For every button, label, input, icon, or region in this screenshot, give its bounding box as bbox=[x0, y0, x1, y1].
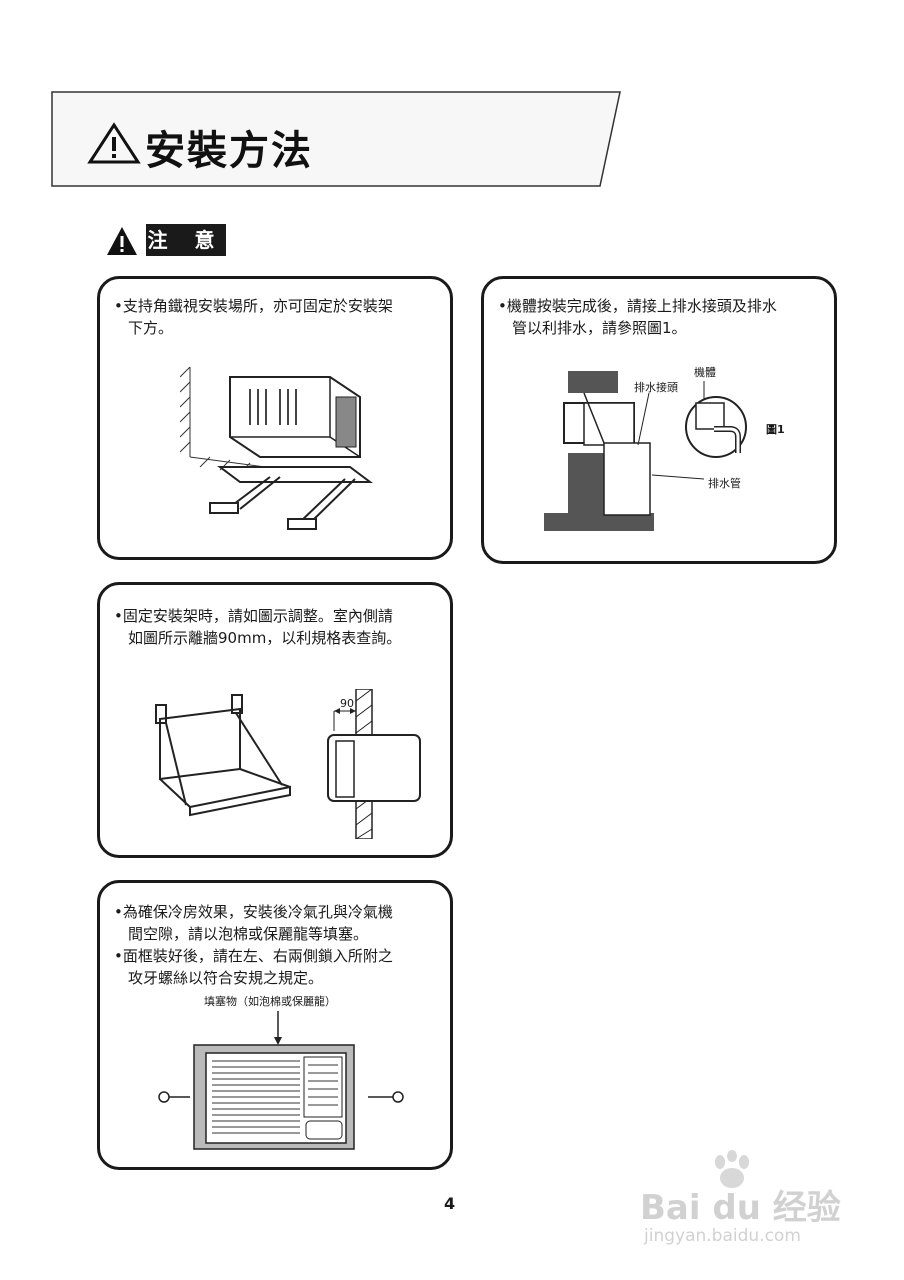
label-drain-joint: 排水接頭 bbox=[634, 381, 678, 394]
page-title: 安裝方法 bbox=[145, 128, 313, 174]
panel-text: •為確保冷房效果，安裝後冷氣孔與冷氣機 間空隙，請以泡棉或保麗龍等填塞。 •面框… bbox=[114, 903, 393, 987]
panel-text: •機體按裝完成後，請接上排水接頭及排水 管以利排水，請參照圖1。 bbox=[498, 297, 777, 337]
watermark: Bai du 经验 jingyan.baidu.com bbox=[640, 1150, 900, 1260]
watermark-brand: Bai du 经验 bbox=[640, 1188, 841, 1228]
label-unit: 機體 bbox=[694, 366, 716, 379]
paw-logo-icon bbox=[715, 1150, 749, 1188]
front-panel-illustration bbox=[158, 1011, 404, 1150]
warning-triangle-icon bbox=[87, 122, 141, 164]
bracket-support-illustration bbox=[180, 367, 373, 530]
panel-text: •固定安裝架時，請如圖示調整。室內側請 如圖所示離牆90mm，以利規格表查詢。 bbox=[114, 607, 402, 647]
screw-right-icon bbox=[368, 1091, 404, 1103]
label-fig-1: 圖1 bbox=[766, 423, 785, 436]
label-dimension-90: 90 bbox=[340, 697, 354, 710]
warning-filled-icon bbox=[107, 227, 137, 255]
panel-drain-connection: •機體按裝完成後，請接上排水接頭及排水 管以利排水，請參照圖1。 機體 排水接頭… bbox=[481, 276, 837, 564]
panel-bracket-support: •支持角鐵視安裝場所，亦可固定於安裝架 下方。 bbox=[97, 276, 453, 560]
panel-bracket-adjust: •固定安裝架時，請如圖示調整。室內側請 如圖所示離牆90mm，以利規格表查詢。 bbox=[97, 582, 453, 858]
panel-text: •支持角鐵視安裝場所，亦可固定於安裝架 下方。 bbox=[114, 297, 393, 337]
page-number: 4 bbox=[444, 1194, 456, 1213]
title-banner bbox=[51, 91, 621, 187]
panel-filler-screws: •為確保冷房效果，安裝後冷氣孔與冷氣機 間空隙，請以泡棉或保麗龍等填塞。 •面框… bbox=[97, 880, 453, 1170]
label-drain-pipe: 排水管 bbox=[708, 477, 741, 490]
label-filler: 填塞物（如泡棉或保麗龍） bbox=[204, 995, 336, 1008]
watermark-url: jingyan.baidu.com bbox=[644, 1226, 801, 1246]
screw-left-icon bbox=[158, 1091, 190, 1103]
caution-label: 注 意 bbox=[146, 224, 226, 256]
bracket-adjust-illustration bbox=[155, 689, 421, 839]
drain-illustration bbox=[544, 371, 747, 531]
